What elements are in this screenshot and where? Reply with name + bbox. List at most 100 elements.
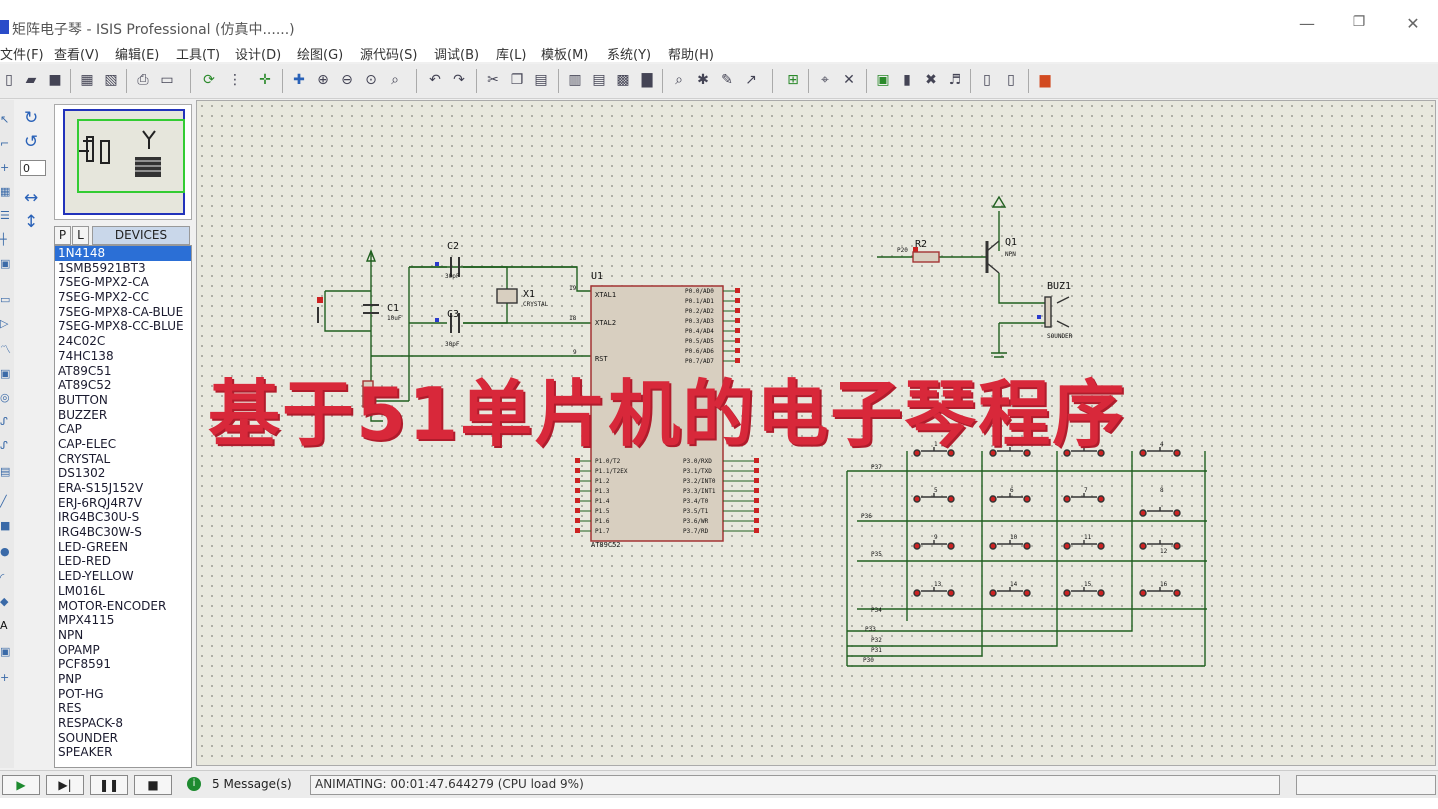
bus-mode-icon[interactable]: ┼: [0, 233, 7, 246]
close-button[interactable]: ✕: [1406, 14, 1420, 33]
device-list-item[interactable]: 1N4148: [55, 246, 191, 261]
print-icon[interactable]: ⎙: [137, 72, 149, 88]
virtual-instrument-icon[interactable]: ▤: [0, 465, 11, 478]
device-list-item[interactable]: LM016L: [58, 583, 105, 598]
packaging-icon[interactable]: ✎: [721, 72, 733, 88]
grid-icon[interactable]: ⋮: [228, 72, 242, 88]
wire-autorouter-icon[interactable]: ⊞: [787, 72, 799, 88]
path-mode-icon[interactable]: ◆: [0, 595, 9, 608]
device-list-item[interactable]: PCF8591: [58, 657, 112, 672]
export-icon[interactable]: ▧: [104, 72, 118, 88]
origin-icon[interactable]: ✛: [259, 72, 271, 88]
rotation-angle-input[interactable]: 0: [20, 160, 46, 176]
zoom-out-icon[interactable]: ⊖: [341, 72, 353, 88]
selection-mode-icon[interactable]: ↖: [0, 113, 10, 126]
device-list-item[interactable]: LED-YELLOW: [58, 569, 134, 584]
device-list-item[interactable]: OPAMP: [58, 642, 100, 657]
device-list-item[interactable]: PNP: [58, 671, 82, 686]
voltage-probe-icon[interactable]: ᔑ: [0, 415, 8, 428]
tape-mode-icon[interactable]: ▣: [0, 367, 11, 380]
property-tool-icon[interactable]: ✕: [843, 72, 855, 88]
device-list-item[interactable]: 7SEG-MPX2-CA: [58, 275, 149, 290]
menu-system[interactable]: 系统(Y): [607, 48, 652, 63]
netlist-icon[interactable]: ▣: [876, 72, 890, 88]
device-list-item[interactable]: LED-GREEN: [58, 539, 129, 554]
menu-graph[interactable]: 绘图(G): [297, 48, 344, 63]
device-list-item[interactable]: CAP: [58, 422, 82, 437]
menu-view[interactable]: 查看(V): [54, 48, 100, 63]
menu-source[interactable]: 源代码(S): [360, 48, 418, 63]
menu-edit[interactable]: 编辑(E): [115, 48, 160, 63]
device-list-item[interactable]: SPEAKER: [58, 745, 113, 760]
paste-icon[interactable]: ▤: [534, 72, 548, 88]
pick-icon[interactable]: ⌕: [675, 72, 683, 88]
rotate-ccw-icon[interactable]: ↺: [24, 132, 39, 152]
text-mode-icon[interactable]: A: [0, 619, 8, 632]
device-list-item[interactable]: BUTTON: [58, 392, 108, 407]
device-list-item[interactable]: RESPACK-8: [58, 716, 123, 730]
current-probe-icon[interactable]: ᔑ: [0, 439, 8, 452]
area-icon[interactable]: ▭: [160, 72, 174, 88]
play-button[interactable]: ▶: [2, 775, 40, 795]
wire-label-mode-icon[interactable]: ▦: [0, 185, 11, 198]
graph-mode-icon[interactable]: 〽: [0, 343, 11, 356]
message-info-icon[interactable]: i: [187, 777, 201, 791]
report-icon[interactable]: ▯: [983, 72, 991, 88]
device-list-item[interactable]: NPN: [58, 627, 84, 642]
device-list-item[interactable]: IRG4BC30W-S: [58, 525, 142, 540]
device-list-item[interactable]: MPX4115: [58, 613, 115, 628]
schematic-canvas[interactable]: C2 30pF C3 30pF C1 10uF X1 CRYSTAL U1 XT…: [196, 100, 1436, 766]
zoom-in-icon[interactable]: ⊕: [317, 72, 329, 88]
pin-mode-icon[interactable]: ▷: [0, 317, 9, 330]
refresh-icon[interactable]: ⟳: [203, 72, 215, 88]
device-list-item[interactable]: AT89C52: [58, 378, 112, 393]
pause-button[interactable]: ❚❚: [90, 775, 128, 795]
device-list-item[interactable]: AT89C51: [58, 363, 112, 378]
junction-mode-icon[interactable]: +: [0, 161, 10, 174]
rotate-cw-icon[interactable]: ↻: [24, 108, 39, 128]
cut-icon[interactable]: ✂: [487, 72, 499, 88]
undo-icon[interactable]: ↶: [429, 72, 441, 88]
generator-mode-icon[interactable]: ◎: [0, 391, 10, 404]
device-list-item[interactable]: BUZZER: [58, 407, 108, 422]
text-script-mode-icon[interactable]: ☰: [0, 209, 10, 222]
ares-icon[interactable]: ♬: [948, 72, 962, 88]
erc-icon[interactable]: ✖: [925, 72, 937, 88]
device-list-item[interactable]: ERA-S15J152V: [58, 481, 144, 495]
menu-file[interactable]: 文件(F): [0, 48, 44, 63]
menu-debug[interactable]: 调试(B): [434, 48, 480, 63]
marker-mode-icon[interactable]: +: [0, 671, 10, 684]
color-icon[interactable]: ▆: [1039, 72, 1051, 88]
stop-button[interactable]: ■: [134, 775, 172, 795]
block-move-icon[interactable]: ▤: [592, 72, 606, 88]
symbol-mode-icon[interactable]: ▣: [0, 645, 11, 658]
import-icon[interactable]: ▦: [80, 72, 94, 88]
menu-help[interactable]: 帮助(H): [668, 48, 714, 63]
pick-device-button[interactable]: P: [54, 226, 71, 245]
open-icon[interactable]: ▰: [25, 72, 37, 88]
device-list-item[interactable]: RES: [58, 701, 82, 716]
new-icon[interactable]: ▯: [5, 72, 13, 88]
overview-window[interactable]: [54, 104, 192, 220]
bom-icon[interactable]: ▮: [903, 72, 911, 88]
library-manager-button[interactable]: L: [72, 226, 89, 245]
message-count[interactable]: 5 Message(s): [212, 777, 292, 791]
device-list-item[interactable]: LED-RED: [58, 554, 111, 569]
menu-template[interactable]: 模板(M): [541, 48, 589, 63]
device-list-item[interactable]: 7SEG-MPX8-CA-BLUE: [58, 304, 184, 319]
device-list-item[interactable]: 74HC138: [58, 348, 114, 363]
circle-mode-icon[interactable]: ●: [0, 545, 10, 558]
device-list-item[interactable]: SOUNDER: [58, 730, 118, 745]
device-list-item[interactable]: IRG4BC30U-S: [58, 510, 140, 525]
device-list-item[interactable]: 1SMB5921BT3: [58, 260, 146, 275]
make-device-icon[interactable]: ✱: [697, 72, 709, 88]
block-delete-icon[interactable]: ▇: [641, 72, 653, 88]
device-list-item[interactable]: 7SEG-MPX2-CC: [58, 290, 149, 305]
device-list-item[interactable]: CAP-ELEC: [58, 436, 117, 451]
menu-design[interactable]: 设计(D): [235, 48, 282, 63]
copy-icon[interactable]: ❐: [510, 72, 524, 88]
block-copy-icon[interactable]: ▥: [568, 72, 582, 88]
restore-button[interactable]: ❐: [1352, 14, 1366, 30]
device-list-item[interactable]: 7SEG-MPX8-CC-BLUE: [58, 319, 184, 334]
